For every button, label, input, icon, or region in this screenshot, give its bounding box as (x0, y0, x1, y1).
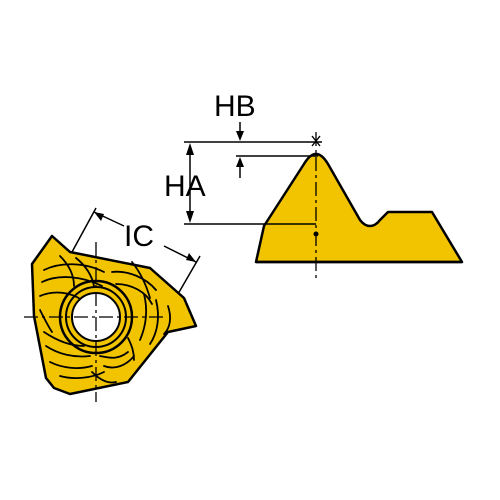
tip-marker (311, 135, 321, 147)
thread-profile-side-view: HB HA (164, 90, 464, 278)
hb-arrow-top (236, 131, 244, 141)
insert-face-relief (39, 255, 171, 384)
ha-label: HA (164, 170, 206, 203)
ha-arrow-top (186, 143, 194, 155)
triangular-insert-top-view: IC (24, 207, 201, 402)
ha-arrow-bottom (186, 211, 194, 223)
insert-center-lines (24, 242, 164, 402)
height-dimensions (184, 122, 322, 225)
ic-label: IC (124, 220, 154, 253)
hb-arrow-bottom (236, 157, 244, 167)
ic-dimension (71, 207, 201, 295)
profile-center-dot (313, 231, 319, 237)
hb-label: HB (214, 90, 256, 123)
profile-body (254, 152, 464, 264)
